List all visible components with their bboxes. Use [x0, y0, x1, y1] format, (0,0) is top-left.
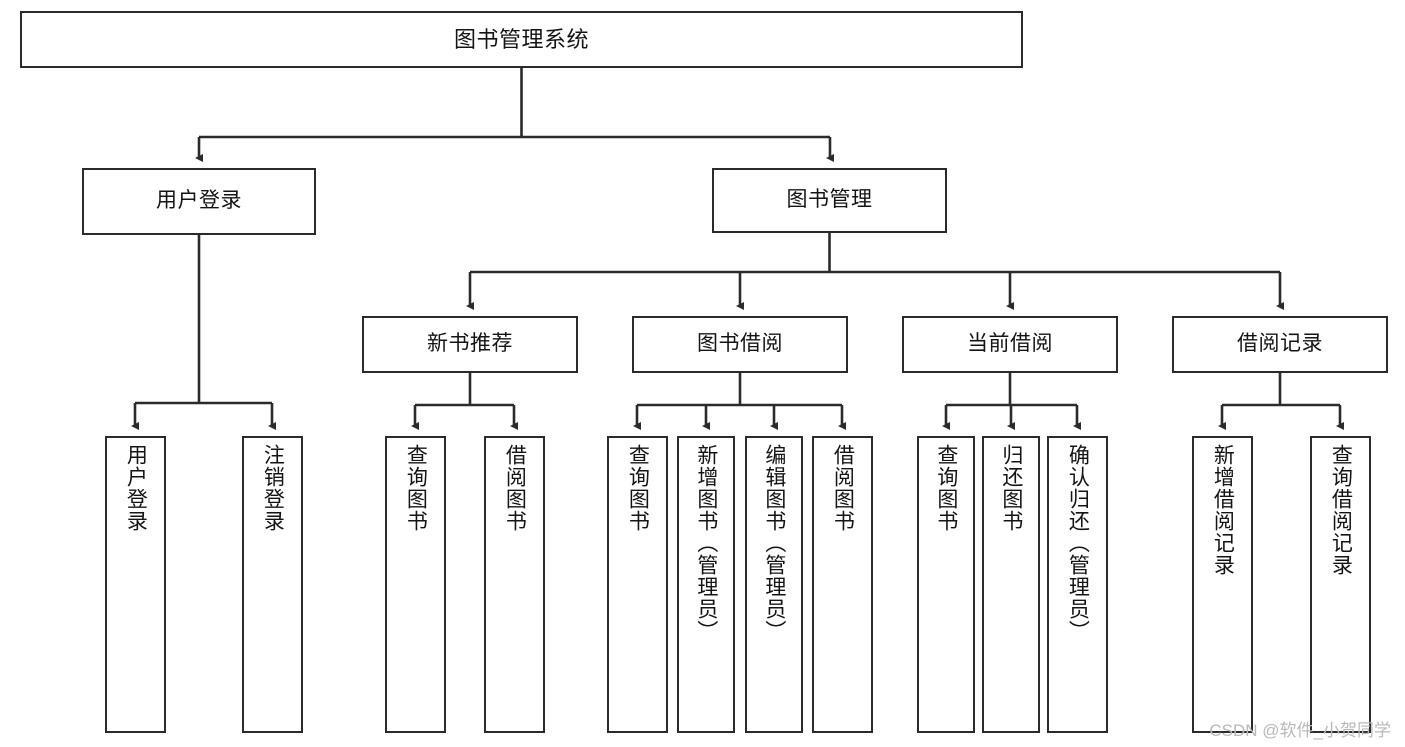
- node-leaf-borrow-book[interactable]: 借阅图书: [812, 436, 873, 733]
- node-leaf-query-book-cur[interactable]: 查询图书: [917, 436, 975, 733]
- node-label: 确认归还（管理员）: [1066, 444, 1090, 642]
- node-label: 图书管理: [786, 188, 873, 212]
- node-label: 借阅记录: [1237, 332, 1323, 356]
- node-leaf-borrow-book-new[interactable]: 借阅图书: [484, 436, 545, 733]
- node-label: 图书管理系统: [453, 26, 589, 52]
- node-label: 查询图书: [404, 444, 428, 532]
- node-label: 查询借阅记录: [1329, 444, 1353, 576]
- node-label: 新增借阅记录: [1211, 444, 1235, 576]
- node-leaf-query-record[interactable]: 查询借阅记录: [1310, 436, 1371, 733]
- node-label: 注销登录: [261, 444, 285, 532]
- node-root-system[interactable]: 图书管理系统: [20, 11, 1023, 68]
- node-leaf-return-book[interactable]: 归还图书: [982, 436, 1040, 733]
- node-current-borrow[interactable]: 当前借阅: [902, 316, 1118, 373]
- node-leaf-user-login[interactable]: 用户登录: [105, 436, 166, 733]
- node-leaf-query-book-borrow[interactable]: 查询图书: [607, 436, 668, 733]
- node-label: 当前借阅: [967, 332, 1053, 356]
- node-label: 图书借阅: [697, 332, 783, 356]
- node-label: 用户登录: [156, 189, 242, 213]
- node-label: 编辑图书（管理员）: [762, 444, 786, 642]
- node-label: 借阅图书: [503, 444, 527, 532]
- node-label: 查询图书: [626, 444, 650, 532]
- node-label: 归还图书: [999, 444, 1023, 532]
- node-label: 借阅图书: [831, 444, 855, 532]
- node-user-login[interactable]: 用户登录: [82, 168, 316, 235]
- node-leaf-add-record[interactable]: 新增借阅记录: [1192, 436, 1253, 733]
- node-label: 查询图书: [934, 444, 958, 532]
- node-leaf-add-book[interactable]: 新增图书（管理员）: [677, 436, 735, 733]
- node-borrow-record[interactable]: 借阅记录: [1172, 316, 1388, 373]
- node-book-borrow[interactable]: 图书借阅: [632, 316, 848, 373]
- node-label: 新书推荐: [427, 332, 513, 356]
- node-leaf-edit-book[interactable]: 编辑图书（管理员）: [745, 436, 803, 733]
- node-new-book-recommend[interactable]: 新书推荐: [362, 316, 578, 373]
- node-leaf-query-book-new[interactable]: 查询图书: [385, 436, 446, 733]
- node-book-manage[interactable]: 图书管理: [712, 168, 947, 233]
- node-leaf-logout[interactable]: 注销登录: [242, 436, 303, 733]
- csdn-watermark: CSDN @软件_小贺同学: [1209, 721, 1391, 740]
- node-leaf-confirm-return[interactable]: 确认归还（管理员）: [1047, 436, 1108, 733]
- node-label: 用户登录: [124, 444, 148, 532]
- node-label: 新增图书（管理员）: [694, 444, 718, 642]
